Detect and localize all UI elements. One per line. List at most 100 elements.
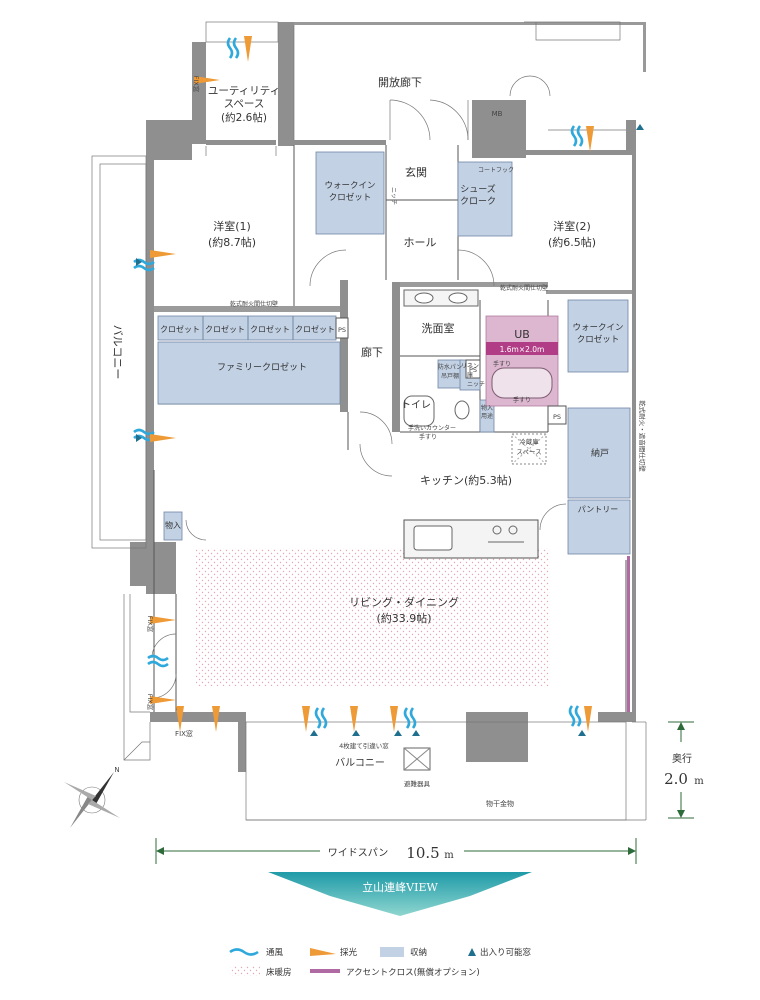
- rouka-label: 廊下: [361, 345, 383, 359]
- shoes-label-2: クローク: [460, 196, 496, 207]
- room-labels: ユーティリティ スペース (約2.6帖) 開放廊下 MB 玄関 ホール コートフ…: [111, 75, 647, 808]
- ps-label-1: PS: [338, 326, 346, 334]
- room1-size: (約8.7帖): [208, 235, 256, 249]
- utility-size: (約2.6帖): [221, 111, 267, 124]
- utility-label-2: スペース: [224, 98, 265, 110]
- closet-label-3: クロゼット: [250, 324, 290, 334]
- wind-icon: [229, 948, 259, 956]
- legend-item-door: 出入り可能窓: [468, 947, 532, 958]
- wash-basins: [403, 289, 479, 427]
- hall-label: ホール: [404, 236, 437, 249]
- light-icon: [310, 948, 336, 956]
- view-label: 立山連峰VIEW: [362, 880, 438, 894]
- open-corridor-label: 開放廊下: [378, 75, 422, 89]
- door-markers: [136, 124, 644, 736]
- fire-wall-label-right: 乾式耐火間仕切壁: [500, 284, 548, 292]
- storage-areas: [157, 151, 631, 555]
- walls: [130, 22, 646, 772]
- balcony-left-label: バルコニー: [111, 325, 124, 380]
- wide-span-unit: m: [444, 850, 454, 861]
- legend-label-wind: 通風: [266, 947, 284, 958]
- yoto-label-2: 用途: [481, 412, 493, 420]
- legend-item-accent: アクセントクロス(無償オプション): [310, 967, 480, 978]
- closet-label-4: クロゼット: [295, 324, 335, 334]
- depth-unit: m: [694, 776, 704, 787]
- wide-span-label: ワイドスパン: [328, 847, 389, 859]
- ps-label-2: PS: [469, 366, 477, 374]
- mb-label: MB: [492, 110, 503, 118]
- kitchen-label: キッチン(約5.3帖): [420, 473, 512, 487]
- handrail-label-1: 手すり: [493, 360, 511, 368]
- wic2-label-1: ウォークイン: [572, 323, 623, 333]
- tearai-label: 手洗いカウンター: [408, 424, 456, 432]
- evac-label: 避難器具: [404, 779, 431, 788]
- legend-label-light: 採光: [340, 947, 358, 958]
- north-compass-icon: N: [64, 766, 120, 828]
- genkan-label: 玄関: [405, 165, 427, 179]
- family-closet-label: ファミリークロゼット: [217, 361, 307, 373]
- linen-label-2: 庫: [467, 371, 473, 379]
- legend-label-accent: アクセントクロス(無償オプション): [346, 967, 480, 978]
- accent-swatch: [310, 969, 340, 973]
- balcony-bottom-label: バルコニー: [335, 757, 385, 769]
- washroom-label: 洗面室: [422, 321, 455, 335]
- fire-wall-label-left: 乾式耐火間仕切壁: [230, 300, 278, 308]
- coat-hook-label: コートフック: [478, 167, 514, 174]
- fix-window-label-top: FIX窓: [192, 76, 201, 93]
- depth-label: 奥行: [672, 752, 692, 765]
- bousui-label-2: 吊戸棚: [441, 372, 459, 380]
- ub-size: 1.6m×2.0m: [500, 345, 545, 354]
- room2-name: 洋室(2): [553, 219, 591, 233]
- width-dimension: ワイドスパン 10.5 m: [155, 838, 637, 864]
- fix-window-label-low: FIX窓: [146, 694, 155, 711]
- evacuation-device: [403, 747, 431, 771]
- legend-label-floorheat: 床暖房: [266, 967, 292, 978]
- wide-span-value: 10.5: [406, 844, 439, 862]
- closet-label-2: クロゼット: [205, 324, 245, 334]
- living-size: (約33.9帖): [376, 611, 431, 625]
- legend-label-door: 出入り可能窓: [480, 947, 532, 958]
- wic1-label-1: ウォークイン: [324, 181, 375, 191]
- legend-item-floorheat: 床暖房: [230, 966, 292, 978]
- fix-window-label-mid: FIX窓: [146, 616, 155, 633]
- depth-dimension: 奥行 2.0 m: [664, 721, 704, 819]
- kitchen-counter: [403, 519, 539, 559]
- yoto-label-1: 物入: [481, 404, 493, 412]
- legend-item-storage: 収納: [380, 947, 427, 958]
- toilet-label: トイレ: [401, 400, 431, 411]
- hanger-label: 物干金物: [486, 799, 514, 808]
- nando-label: 納戸: [591, 447, 609, 459]
- room2-size: (約6.5帖): [548, 235, 596, 249]
- niche-label: ニッチ: [467, 381, 485, 388]
- depth-value: 2.0: [664, 770, 688, 788]
- storage-swatch: [380, 947, 404, 957]
- legend-label-storage: 収納: [410, 947, 427, 958]
- wic1-label-2: クロゼット: [329, 192, 372, 203]
- utility-label-1: ユーティリティ: [208, 85, 280, 97]
- legend: 通風 採光 収納 出入り可能窓 床暖房 アクセントクロス(無償オプション): [229, 947, 532, 978]
- handrail-label-3: 手すり: [419, 433, 437, 441]
- fridge-label-1: 冷蔵庫: [519, 437, 539, 446]
- north-label: N: [114, 766, 119, 774]
- ub-name: UB: [514, 328, 530, 341]
- wic2-label-2: クロゼット: [577, 334, 620, 345]
- fix-window-label-bottom: FIX窓: [175, 729, 193, 738]
- fire-wall-vertical-label: 乾式耐火・遮音間仕切壁: [638, 400, 647, 472]
- room1-name: 洋室(1): [213, 219, 251, 233]
- sliding-window-label: 4枚建て引違い窓: [339, 741, 389, 750]
- pantry-label: パントリー: [578, 505, 618, 514]
- linen-label-1: リネン: [461, 363, 479, 370]
- niche-vertical-label: ニッチ: [390, 187, 397, 205]
- fridge-space: [511, 433, 547, 465]
- ps-label-3: PS: [553, 413, 561, 421]
- door-marker-icon: [468, 948, 476, 956]
- view-banner: 立山連峰VIEW: [268, 872, 532, 916]
- handrail-label-2: 手すり: [513, 396, 531, 404]
- legend-item-wind: 通風: [229, 947, 284, 958]
- floor-heating-swatch: [230, 966, 260, 976]
- accent-cross-wall: [627, 556, 630, 712]
- legend-item-light: 採光: [310, 947, 358, 958]
- fridge-label-2: スペース: [516, 448, 541, 456]
- monoire-label: 物入: [165, 520, 181, 530]
